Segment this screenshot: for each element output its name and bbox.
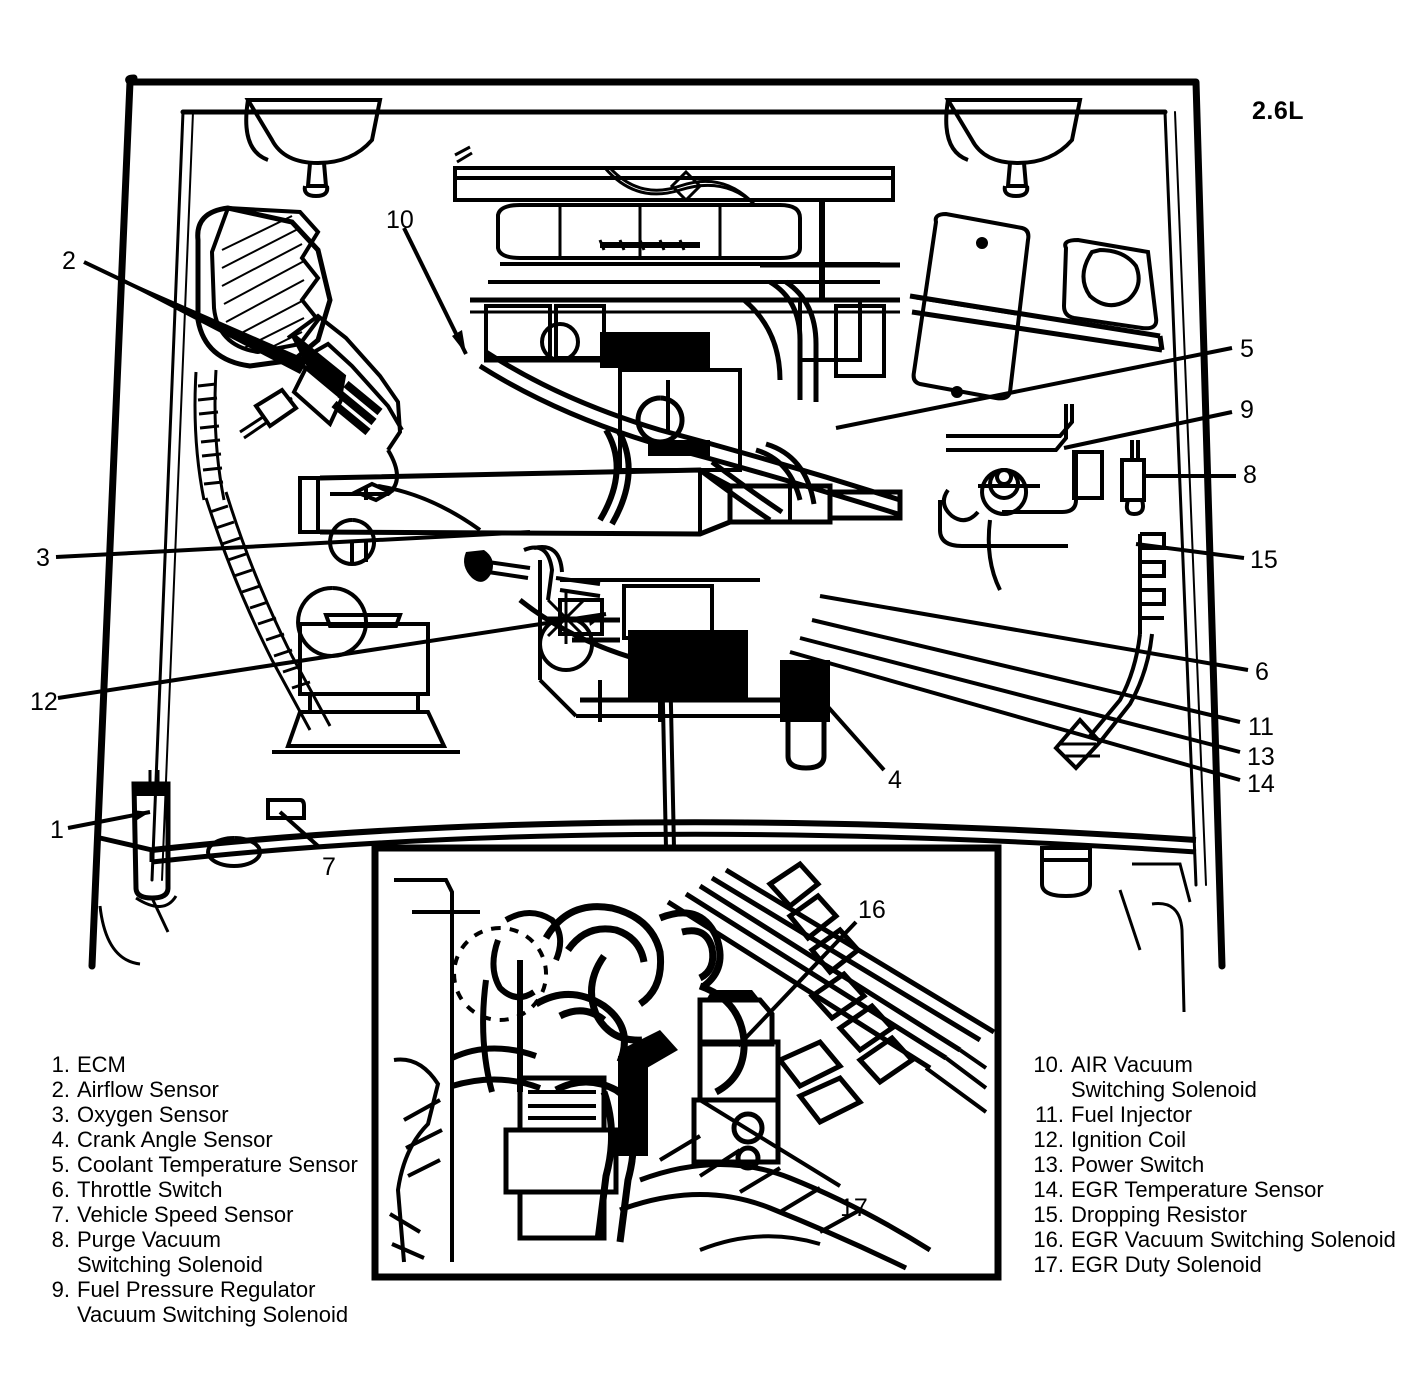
- callout-number-11: 11: [1248, 713, 1274, 741]
- legend-item-label: Fuel Pressure Regulator: [77, 1277, 316, 1302]
- callout-number-9: 9: [1240, 396, 1254, 424]
- legend-item: 7. Vehicle Speed Sensor: [44, 1202, 404, 1227]
- legend-item-number: 14.: [1033, 1177, 1064, 1202]
- upper-crossmember: [453, 145, 895, 206]
- legend-item-label: Coolant Temperature Sensor: [77, 1152, 358, 1177]
- legend-item: 16. EGR Vacuum Switching Solenoid: [1028, 1227, 1398, 1252]
- legend-item-number: 6.: [51, 1177, 70, 1202]
- legend-item-number: 16.: [1033, 1227, 1064, 1252]
- legend-item-label: Oxygen Sensor: [77, 1102, 229, 1127]
- throttle-linkage: [464, 545, 601, 601]
- legend-item: 8. Purge Vacuum: [44, 1227, 404, 1252]
- legend-item: 2. Airflow Sensor: [44, 1077, 404, 1102]
- callout-number-13: 13: [1247, 743, 1275, 771]
- strut-cup-bottom: [206, 836, 1092, 899]
- legend-item: 6. Throttle Switch: [44, 1177, 404, 1202]
- cowl-bowl-left: [244, 98, 383, 199]
- brake-master-cylinder: [272, 481, 482, 754]
- legend-item-number: 12.: [1033, 1127, 1064, 1152]
- legend-item-number: 4.: [51, 1127, 70, 1152]
- legend-item-number: 2.: [51, 1077, 70, 1102]
- callout-number-17: 17: [840, 1194, 868, 1222]
- legend-item-number: 3.: [51, 1102, 70, 1127]
- legend-item: 17. EGR Duty Solenoid: [1028, 1252, 1398, 1277]
- legend-item: 3. Oxygen Sensor: [44, 1102, 404, 1127]
- strut-brace-bar: [298, 467, 903, 537]
- callout-number-6: 6: [1255, 658, 1269, 686]
- legend-item: 1. ECM: [44, 1052, 404, 1077]
- inset-panel: [371, 659, 1002, 1281]
- inset-leader-lines: [698, 920, 858, 1188]
- legend-item: 10. AIR Vacuum: [1028, 1052, 1398, 1077]
- legend-item-label: Power Switch: [1071, 1152, 1205, 1177]
- legend-item-number: 8.: [51, 1227, 70, 1252]
- legend-item-number: 5.: [51, 1152, 70, 1177]
- legend-item-label: EGR Duty Solenoid: [1071, 1252, 1262, 1277]
- legend-item-label: Purge Vacuum: [77, 1227, 221, 1252]
- legend-item-number: 17.: [1033, 1252, 1064, 1277]
- coolant-hoses: [478, 349, 901, 663]
- legend-item-label: Fuel Injector: [1071, 1102, 1193, 1127]
- legend-item: 13. Power Switch: [1028, 1152, 1398, 1177]
- leader-lines: [55, 227, 1249, 848]
- legend-item: 11. Fuel Injector: [1028, 1102, 1398, 1127]
- callout-number-12: 12: [30, 688, 58, 716]
- legend-item-label: EGR Temperature Sensor: [1071, 1177, 1324, 1202]
- legend-item-number: 11.: [1035, 1102, 1064, 1127]
- vacuum-solenoid-cluster: [938, 404, 1146, 591]
- callout-number-8: 8: [1243, 461, 1257, 489]
- legend-item-label-continued: Vacuum Switching Solenoid: [77, 1302, 349, 1327]
- valve-cover: [496, 203, 802, 260]
- legend-item-number: 1.: [51, 1052, 70, 1077]
- legend-item-number: 7.: [51, 1202, 70, 1227]
- harness-strip-left: [193, 369, 332, 731]
- legend-item-number: 13.: [1033, 1152, 1064, 1177]
- callout-number-14: 14: [1247, 770, 1275, 798]
- lower-left-structure: [98, 895, 178, 966]
- callout-number-1: 1: [50, 816, 64, 844]
- strut-tower-right: [909, 237, 1165, 353]
- vehicle-speed-sensor-box: [266, 798, 306, 820]
- page-title: 2.6L: [1252, 97, 1305, 125]
- legend-item-label: Airflow Sensor: [77, 1077, 219, 1102]
- legend-item-label: Dropping Resistor: [1071, 1202, 1248, 1227]
- inset-engine-detail: [388, 860, 996, 1271]
- legend-item-label: Throttle Switch: [77, 1177, 223, 1202]
- legend-item-label: ECM: [77, 1052, 126, 1077]
- callout-number-2: 2: [62, 247, 76, 275]
- legend-item-number: 9.: [51, 1277, 70, 1302]
- engine-bay-outline: [88, 74, 1226, 970]
- legend-item: 5. Coolant Temperature Sensor: [44, 1152, 404, 1177]
- legend-item-label: Crank Angle Sensor: [77, 1127, 273, 1152]
- legend-item-label-continued: Switching Solenoid: [1071, 1077, 1257, 1102]
- callout-number-16: 16: [858, 896, 886, 924]
- firewall-line: [99, 819, 1197, 865]
- legend-item-number: 10.: [1033, 1052, 1064, 1077]
- lower-right-structure: [1118, 862, 1192, 1013]
- legend-item: 4. Crank Angle Sensor: [44, 1127, 404, 1152]
- legend-item: 9. Fuel Pressure Regulator: [44, 1277, 404, 1302]
- legend-item-label-continued: Switching Solenoid: [77, 1252, 263, 1277]
- pulley: [538, 592, 595, 672]
- legend-item: 12. Ignition Coil: [1028, 1127, 1398, 1152]
- legend-item: 15. Dropping Resistor: [1028, 1202, 1398, 1227]
- callout-number-5: 5: [1240, 335, 1254, 363]
- dropping-resistor: [1053, 532, 1166, 771]
- cowl-bowl-right: [944, 98, 1083, 199]
- legend-item: 14. EGR Temperature Sensor: [1028, 1177, 1398, 1202]
- legend-item-label: Ignition Coil: [1071, 1127, 1186, 1152]
- callout-number-4: 4: [888, 766, 902, 794]
- callout-number-15: 15: [1250, 546, 1278, 574]
- legend-left: 1. ECM 2. Airflow Sensor 3. Oxygen Sensor 4. Cr…: [44, 1052, 404, 1327]
- legend-item-label: EGR Vacuum Switching Solenoid: [1071, 1227, 1396, 1252]
- legend-item-label: Vehicle Speed Sensor: [77, 1202, 294, 1227]
- legend-item-label: AIR Vacuum: [1071, 1052, 1193, 1077]
- legend-item-number: 15.: [1033, 1202, 1064, 1227]
- callout-number-3: 3: [36, 544, 50, 572]
- callout-number-7: 7: [322, 853, 336, 881]
- callout-number-10: 10: [386, 206, 414, 234]
